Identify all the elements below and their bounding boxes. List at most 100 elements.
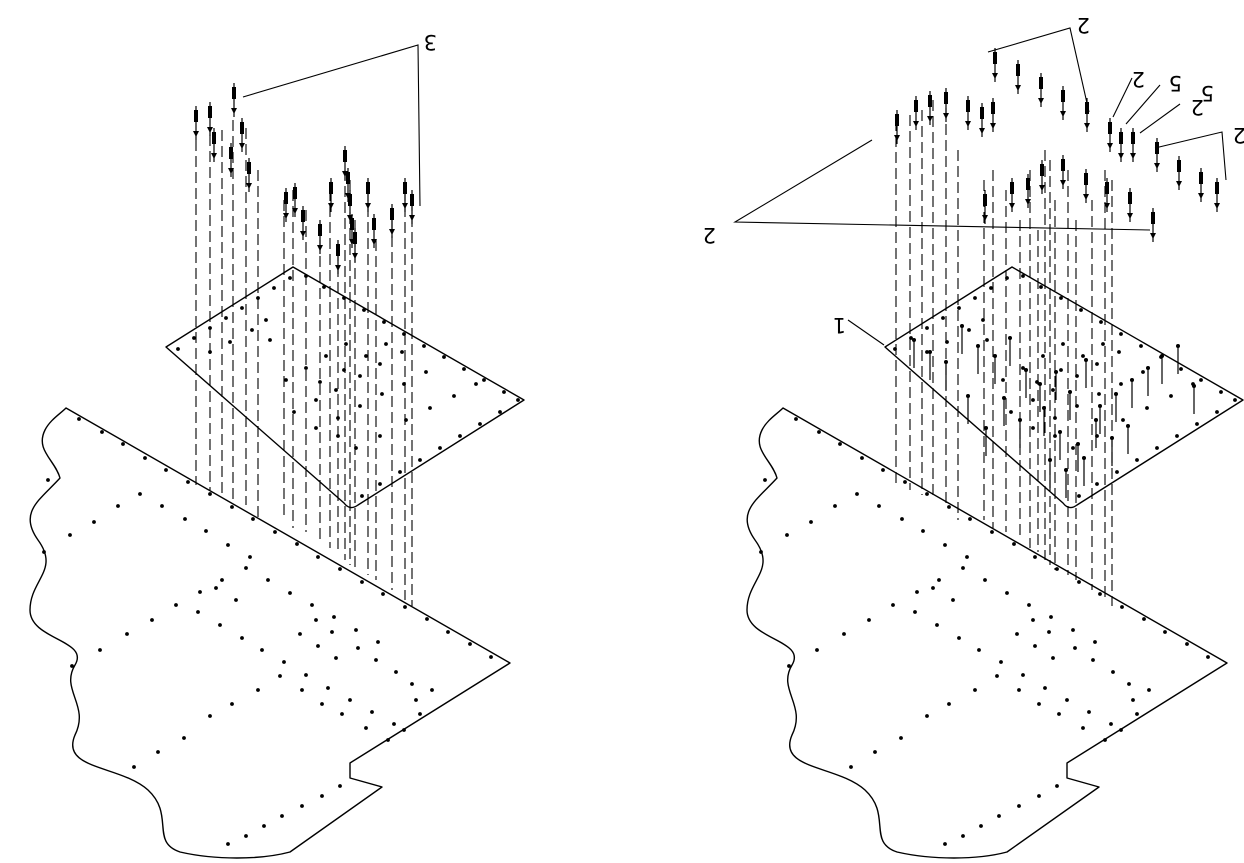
hole-dot bbox=[1219, 390, 1223, 394]
hole-dot bbox=[338, 784, 342, 788]
hole-dot bbox=[196, 610, 200, 614]
seated-pin bbox=[1048, 458, 1052, 488]
fastener-pin bbox=[239, 118, 245, 152]
fastener-pin bbox=[193, 106, 199, 140]
pin-tip bbox=[283, 213, 289, 219]
callout-label: 5 bbox=[1169, 71, 1182, 95]
hole-dot bbox=[1077, 494, 1081, 498]
hole-dot bbox=[121, 442, 125, 446]
hole-dot bbox=[1215, 410, 1219, 414]
hole-dot bbox=[1077, 580, 1081, 584]
pin-tip bbox=[371, 239, 377, 245]
hole-dot bbox=[77, 417, 81, 421]
hole-dot bbox=[425, 617, 429, 621]
seated-pin bbox=[1082, 456, 1086, 486]
left-assembly-view: 3 bbox=[29, 30, 525, 859]
pin-tip bbox=[1176, 181, 1182, 187]
hole-dot bbox=[1175, 434, 1179, 438]
hole-dot bbox=[264, 318, 268, 322]
pin-head bbox=[1130, 378, 1134, 382]
hole-dot bbox=[330, 630, 334, 634]
hole-dot bbox=[380, 392, 384, 396]
hole-dot bbox=[250, 328, 254, 332]
hole-dot bbox=[1081, 354, 1085, 358]
hole-dot bbox=[1061, 342, 1065, 346]
hole-dot bbox=[150, 618, 154, 622]
pin-body bbox=[240, 122, 244, 134]
hole-dot bbox=[98, 648, 102, 652]
hole-dot bbox=[1091, 658, 1095, 662]
pin-head bbox=[1024, 368, 1028, 372]
fastener-pin bbox=[1176, 156, 1182, 190]
fastener-pin bbox=[1009, 178, 1015, 212]
hole-dot bbox=[338, 567, 342, 571]
fastener-pin bbox=[352, 228, 358, 262]
fastener-pin bbox=[913, 96, 919, 130]
hole-dot bbox=[374, 658, 378, 662]
hole-dot bbox=[234, 598, 238, 602]
pin-tip bbox=[389, 229, 395, 235]
hole-dot bbox=[310, 603, 314, 607]
hole-dot bbox=[474, 382, 478, 386]
left-dash-lines bbox=[195, 120, 413, 606]
fastener-pin bbox=[894, 110, 900, 144]
hole-dot bbox=[344, 342, 348, 346]
hole-dot bbox=[1081, 726, 1085, 730]
fastener-pin bbox=[990, 98, 996, 132]
hole-dot bbox=[1199, 378, 1203, 382]
fastener-pin bbox=[1038, 73, 1044, 107]
hole-dot bbox=[1071, 446, 1075, 450]
hole-dot bbox=[943, 842, 947, 846]
pin-tip bbox=[231, 108, 237, 114]
hole-dot bbox=[100, 430, 104, 434]
seated-pin bbox=[1024, 368, 1028, 398]
hole-dot bbox=[1120, 605, 1124, 609]
pin-body bbox=[914, 100, 918, 112]
hole-dot bbox=[46, 478, 50, 482]
fastener-pin bbox=[328, 178, 334, 212]
hole-dot bbox=[891, 603, 895, 607]
pin-tip bbox=[193, 131, 199, 137]
pin-body bbox=[1061, 90, 1065, 102]
pin-head bbox=[1008, 336, 1012, 340]
pin-head bbox=[1054, 370, 1058, 374]
pin-head bbox=[1018, 418, 1022, 422]
hole-dot bbox=[794, 417, 798, 421]
pin-head bbox=[966, 394, 970, 398]
hole-dot bbox=[398, 470, 402, 474]
hole-dot bbox=[977, 648, 981, 652]
hole-dot bbox=[985, 338, 989, 342]
hole-dot bbox=[458, 434, 462, 438]
fastener-pin bbox=[371, 214, 377, 248]
hole-dot bbox=[1055, 567, 1059, 571]
hole-dot bbox=[414, 698, 418, 702]
pin-body bbox=[1119, 132, 1123, 144]
pin-body bbox=[1016, 64, 1020, 76]
hole-dot bbox=[256, 688, 260, 692]
hole-dot bbox=[266, 578, 270, 582]
hole-dot bbox=[1142, 617, 1146, 621]
fastener-pin bbox=[231, 83, 237, 117]
pin-tip bbox=[1154, 163, 1160, 169]
hole-dot bbox=[282, 660, 286, 664]
hole-dot bbox=[320, 794, 324, 798]
hole-dot bbox=[1079, 308, 1083, 312]
pin-body bbox=[1199, 172, 1203, 184]
hole-dot bbox=[295, 542, 299, 546]
seated-pin bbox=[1042, 406, 1046, 436]
pin-tip bbox=[335, 265, 341, 271]
pin-body bbox=[1010, 182, 1014, 194]
hole-dot bbox=[244, 834, 248, 838]
seated-pin bbox=[1076, 442, 1080, 472]
hole-dot bbox=[1071, 628, 1075, 632]
pin-head bbox=[1068, 390, 1072, 394]
hole-dot bbox=[362, 308, 366, 312]
hole-dot bbox=[226, 543, 230, 547]
hole-dot bbox=[881, 468, 885, 472]
hole-dot bbox=[1087, 710, 1091, 714]
hole-dot bbox=[961, 566, 965, 570]
hole-dot bbox=[1169, 394, 1173, 398]
hole-dot bbox=[1012, 542, 1016, 546]
hole-dot bbox=[941, 316, 945, 320]
hole-dot bbox=[899, 736, 903, 740]
